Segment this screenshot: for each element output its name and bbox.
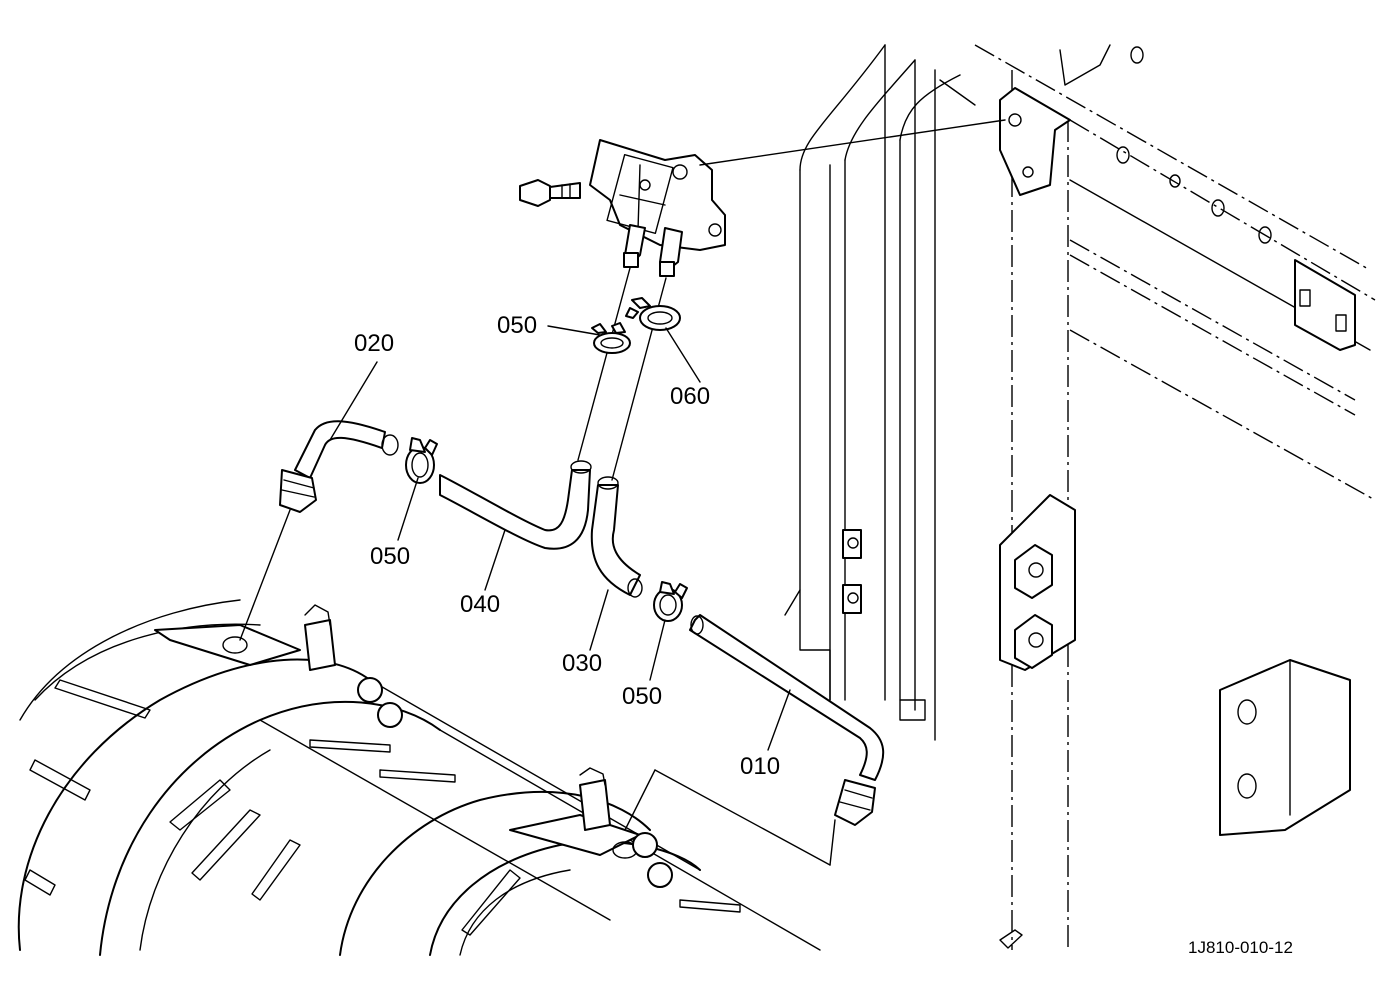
label-060: 060 xyxy=(670,383,710,410)
part-labels: 020 050 060 050 040 030 050 010 xyxy=(354,312,780,780)
label-050-bottom: 050 xyxy=(622,683,662,710)
dpf-muffler xyxy=(17,599,821,956)
pressure-sensor xyxy=(519,119,1006,277)
hoses-pipes xyxy=(239,267,885,866)
label-050-top: 050 xyxy=(497,312,537,339)
clamp-050-bottom xyxy=(653,581,688,622)
label-040: 040 xyxy=(460,591,500,618)
label-050-left: 050 xyxy=(370,543,410,570)
clamp-050-left xyxy=(405,437,438,484)
clamp-060 xyxy=(625,297,681,331)
frame-structure xyxy=(784,44,1376,950)
label-010: 010 xyxy=(740,753,780,780)
hose-clamps xyxy=(405,297,688,622)
leader-lines xyxy=(329,325,791,751)
clamp-050-top xyxy=(591,322,631,354)
label-030: 030 xyxy=(562,650,602,677)
drawing-code: 1J810-010-12 xyxy=(1188,938,1293,957)
label-020: 020 xyxy=(354,330,394,357)
